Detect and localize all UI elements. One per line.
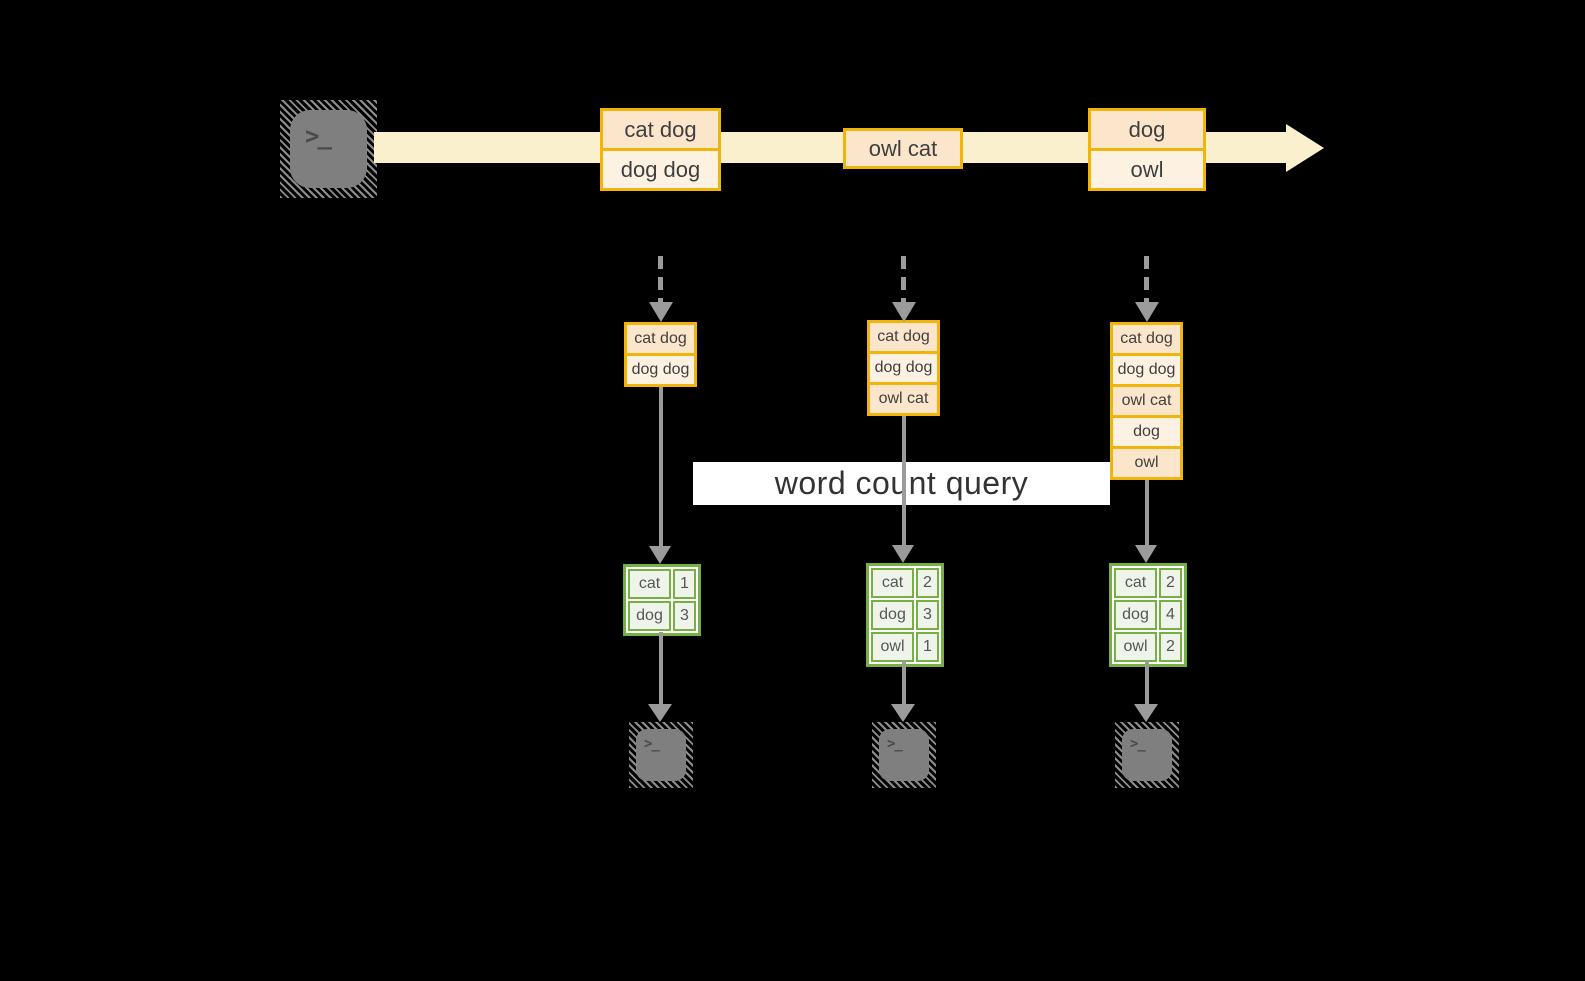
terminal-prompt-icon: >_ — [305, 122, 332, 150]
result-count-cell: 2 — [916, 568, 939, 598]
input-record: dog — [1113, 415, 1180, 446]
input-stack-3: cat dog dog dog owl cat dog owl — [1110, 322, 1183, 480]
output-arrowhead-icon — [891, 704, 915, 722]
source-terminal-icon: >_ — [280, 100, 377, 198]
input-stack-2: cat dog dog dog owl cat — [867, 320, 940, 416]
result-table-1: cat 1 dog 3 — [623, 564, 701, 636]
input-record: owl cat — [1113, 384, 1180, 415]
stream-record: owl — [1091, 148, 1203, 188]
terminal-screen: >_ — [1122, 729, 1172, 781]
result-word-cell: owl — [871, 632, 914, 662]
output-terminal-icon: >_ — [629, 722, 693, 788]
result-word-cell: dog — [871, 600, 914, 630]
stream-record: owl cat — [846, 131, 960, 166]
dashed-arrow-stem — [901, 256, 906, 302]
result-count-cell: 1 — [673, 569, 696, 599]
output-arrow-stem — [659, 632, 663, 706]
input-record: owl cat — [870, 382, 937, 413]
dashed-arrow-stem — [658, 256, 663, 302]
stream-arrowhead-icon — [1286, 124, 1324, 172]
query-arrow-stem — [1145, 480, 1149, 547]
result-count-cell: 3 — [916, 600, 939, 630]
query-arrowhead-icon — [649, 546, 671, 564]
result-count-cell: 3 — [673, 601, 696, 631]
result-word-cell: cat — [628, 569, 671, 599]
input-record: cat dog — [627, 325, 694, 353]
terminal-screen: >_ — [879, 729, 929, 781]
stream-record: cat dog — [603, 111, 718, 148]
dashed-arrow-stem — [1144, 256, 1149, 302]
result-word-cell: owl — [1114, 632, 1157, 662]
input-record: dog dog — [627, 353, 694, 384]
input-record: owl — [1113, 446, 1180, 477]
dashed-arrowhead-icon — [892, 302, 916, 322]
stream-batch-1: cat dog dog dog — [600, 108, 721, 191]
terminal-prompt-icon: >_ — [644, 736, 660, 752]
result-count-cell: 4 — [1159, 600, 1182, 630]
input-stack-1: cat dog dog dog — [624, 322, 697, 387]
output-arrowhead-icon — [648, 704, 672, 722]
output-terminal-icon: >_ — [872, 722, 936, 788]
query-arrow-stem — [659, 387, 663, 547]
query-label: word count query — [693, 462, 1110, 505]
input-record: cat dog — [1113, 325, 1180, 353]
result-word-cell: cat — [1114, 568, 1157, 598]
result-count-cell: 1 — [916, 632, 939, 662]
result-word-cell: dog — [1114, 600, 1157, 630]
stream-record: dog dog — [603, 148, 718, 188]
output-arrowhead-icon — [1134, 704, 1158, 722]
input-record: cat dog — [870, 323, 937, 351]
query-arrowhead-icon — [1135, 545, 1157, 563]
output-terminal-icon: >_ — [1115, 722, 1179, 788]
stream-record: dog — [1091, 111, 1203, 148]
result-count-cell: 2 — [1159, 632, 1182, 662]
dashed-arrowhead-icon — [1135, 302, 1159, 322]
terminal-prompt-icon: >_ — [1130, 736, 1146, 752]
stream-batch-3: dog owl — [1088, 108, 1206, 191]
stream-batch-2: owl cat — [843, 128, 963, 169]
query-arrow-stem — [902, 416, 906, 547]
result-word-cell: cat — [871, 568, 914, 598]
result-count-cell: 2 — [1159, 568, 1182, 598]
result-table-2: cat 2 dog 3 owl 1 — [866, 563, 944, 667]
input-record: dog dog — [1113, 353, 1180, 384]
query-arrowhead-icon — [892, 545, 914, 563]
terminal-screen: >_ — [290, 110, 367, 188]
output-arrow-stem — [902, 661, 906, 706]
input-record: dog dog — [870, 351, 937, 382]
result-table-3: cat 2 dog 4 owl 2 — [1109, 563, 1187, 667]
result-word-cell: dog — [628, 601, 671, 631]
dashed-arrowhead-icon — [649, 302, 673, 322]
terminal-prompt-icon: >_ — [887, 736, 903, 752]
terminal-screen: >_ — [636, 729, 686, 781]
output-arrow-stem — [1145, 661, 1149, 706]
